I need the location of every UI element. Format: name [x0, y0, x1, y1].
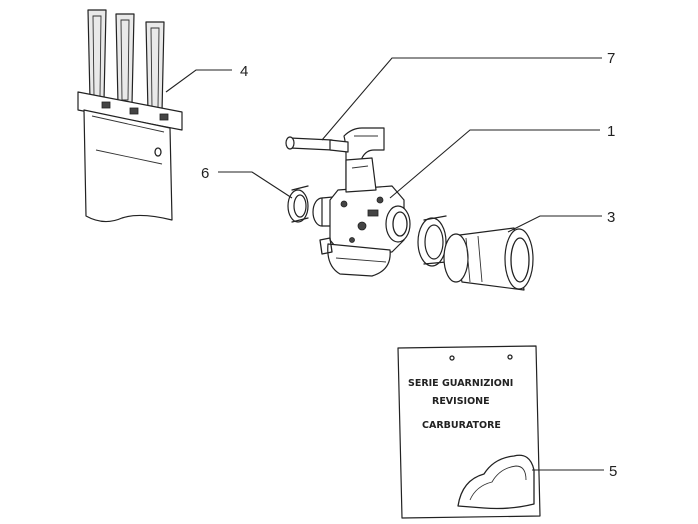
leader-1 — [389, 129, 600, 199]
leader-7 — [321, 57, 602, 141]
callout-5: 5 — [609, 463, 617, 480]
package-title-line-3: CARBURATORE — [422, 420, 501, 431]
leader-3 — [507, 215, 602, 233]
leader-4 — [165, 69, 232, 93]
intake-spacer-ring — [417, 215, 447, 267]
callout-7: 7 — [607, 50, 615, 67]
leader-6 — [218, 171, 293, 199]
callout-1: 1 — [607, 123, 615, 140]
package-title-line-2: REVISIONE — [432, 396, 490, 407]
callout-3: 3 — [607, 209, 615, 226]
callout-4: 4 — [240, 63, 248, 80]
part-6-ring — [287, 185, 309, 223]
part-5-gasket-kit: SERIE GUARNIZIONI REVISIONE CARBURATORE — [397, 345, 541, 519]
part-3-intake-sleeve — [443, 227, 534, 291]
part-1-carburetor — [312, 157, 411, 277]
package-title-line-1: SERIE GUARNIZIONI — [408, 378, 513, 389]
callout-6: 6 — [201, 165, 209, 182]
part-4-reed-valve — [77, 9, 183, 223]
